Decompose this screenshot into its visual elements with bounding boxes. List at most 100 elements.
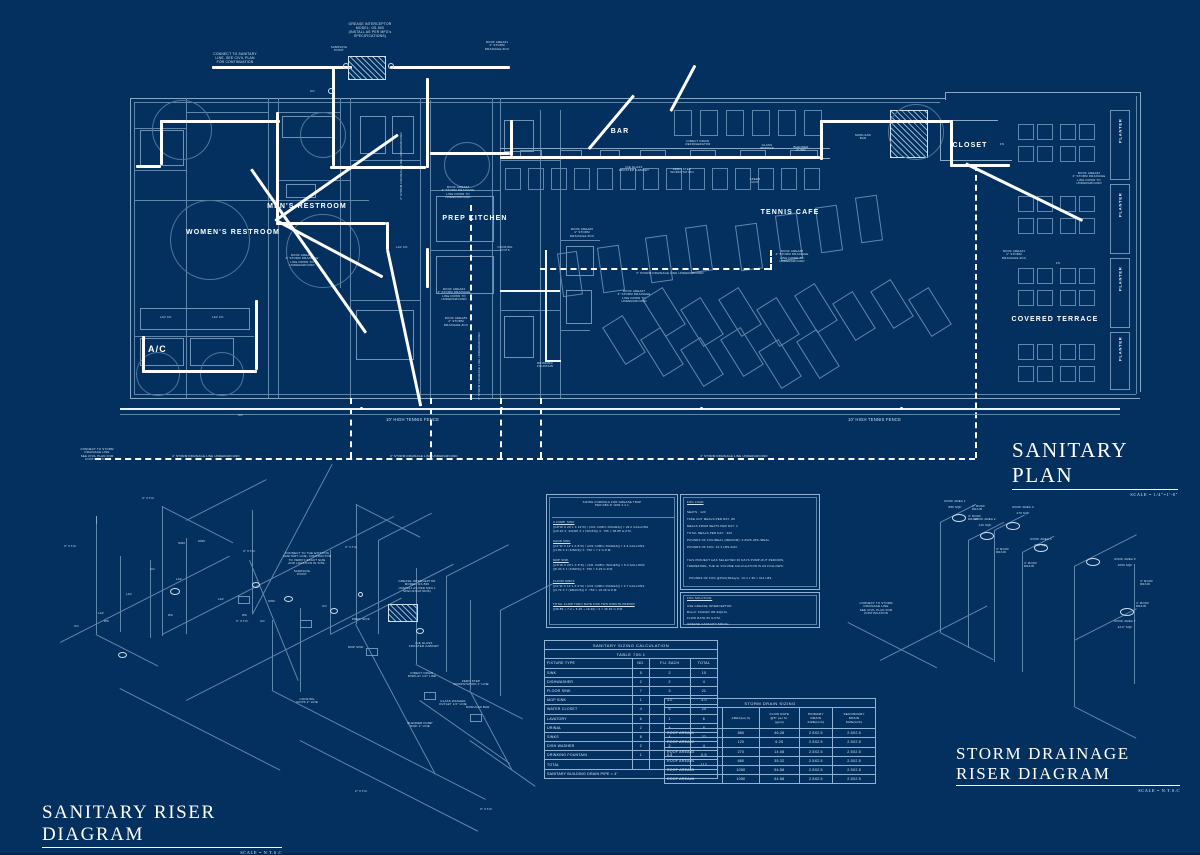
column-header: F.U. EACH [648, 658, 691, 669]
sanitary-plan-title: SANITARY PLAN SCALE = 1/4"=1'-0" [1012, 438, 1178, 497]
table-cell: URINAL [543, 722, 634, 733]
table-cell: 8 [632, 731, 650, 743]
note-lav-2: LAV CO [212, 315, 224, 319]
note-blender-pump: BLENDER PUMP [793, 145, 809, 153]
note-roof-area-7: ROOF AREA#7 4" STORM DRAINAGE LINE DOWN … [617, 289, 651, 304]
sanitary-plan-scale: SCALE = 1/4"=1'-0" [1130, 491, 1178, 497]
grease-trap-s3-title: FLOOR SINKS [553, 579, 575, 583]
fog-data-heading: FOG LOAD [687, 500, 704, 504]
sanitary-table-title: SANITARY SIZING CALCULATION [544, 639, 718, 651]
note-ice-glass: ICE GLASS FROSTER CABINET [618, 165, 650, 173]
note-direct-drain: DIRECT DRAIN REFRIGERATOR [685, 139, 711, 147]
table-cell: 46.28 [759, 728, 800, 739]
note-co-2: CO [238, 413, 243, 417]
riser-label-lav-1: LAV [126, 592, 132, 596]
note-roof-area-3: ROOF AREA#3 4" STORM DRAINAGE LINE DOWN … [285, 253, 319, 268]
table-cell: WATER CLOSET [543, 704, 634, 715]
riser-label-sink-2: SINK [198, 539, 206, 543]
grease-trap-s2-l1: [(8.30 X 1 (SINKS)] X .756 = 6.25 G.P.M. [553, 567, 614, 571]
table-cell: 14.08 [759, 746, 800, 757]
room-label-ac: A/C [148, 344, 167, 354]
storm-table-title: STORM DRAIN SIZING [664, 697, 876, 709]
column-header: TOTAL [689, 658, 719, 669]
storm-roof-area-5-area: 1050 SQF [1117, 563, 1133, 567]
riser-label-co-2: CO [150, 567, 155, 571]
table-cell: 270 [721, 746, 761, 757]
column-header: PRIMARY DRAIN SIZE(inch) [798, 707, 834, 730]
riser-label-co-1: CO [74, 624, 79, 628]
riser-label-vtr-8: 3" V.T.R. [480, 807, 493, 811]
table-cell: 2 [632, 722, 650, 733]
table-cell: ROOF AREA#1 [664, 728, 723, 739]
riser-label-cooking-units: COOKING UNITS 2" LINE [296, 697, 318, 705]
storm-roof-area-1-drain: 4" ROOF DRAIN [968, 514, 982, 522]
room-label-covered-terrace: COVERED TERRACE [1011, 316, 1099, 323]
grease-trap-s3-l1: [(3.70 X 7 (DRAINS)] X .756 = 19.40 G.P.… [553, 588, 618, 592]
table-cell: ROOF AREA#5 [664, 764, 723, 776]
note-fs-1: FS [1000, 142, 1005, 146]
storm-roof-area-3-drain: 4" ROOF DRAIN [972, 504, 986, 512]
riser-label-co-4: CO [322, 604, 327, 608]
grease-trap-s0-title: 3 COMP. SINK [553, 520, 575, 524]
table-cell: 2.5X2.5 [798, 764, 834, 776]
table-cell: FLOOR SINK [543, 685, 634, 697]
table-cell: SINK [543, 667, 634, 678]
riser-label-wc-2: WC [168, 613, 174, 617]
note-co-1: CO [310, 89, 315, 93]
note-connect-sanitary: CONNECT TO SANITARY LINE, SEE CIVIL PLAN… [213, 52, 257, 65]
room-label-bar: BAR [610, 128, 630, 135]
riser-label-vtr-1: 3" V.T.R. [64, 544, 77, 548]
table-cell: 6 [632, 713, 650, 724]
column-header: AREA(sq.ft) [721, 707, 761, 730]
fog-data-l5: POUNDS OF FOG: 10.4 LBS./DAY [687, 545, 738, 549]
table-cell: ROOF AREA#6 [664, 774, 723, 785]
grease-trap-s4-l0: [(38.85 + 7.2 + 6.25 + 19.40) / 2 = 45.9… [553, 607, 624, 611]
table-cell: MOP SINK [543, 695, 634, 706]
note-grease-interceptor: GREASE INTERCEPTOR MODEL: GS-500 (INSTAL… [348, 22, 392, 39]
column-header: NO. [632, 658, 650, 669]
table-cell: 2.5X2.5 [832, 728, 876, 739]
storm-roof-area-2-area: 120 SQF [978, 523, 992, 527]
note-storm-line-a: 4" STORM DRAINAGE LINE UNDERGROUND [172, 454, 240, 458]
storm-roof-area-1-name: ROOF AREA 1 [944, 499, 966, 503]
table-cell: 2.5X2.5 [832, 755, 876, 766]
table-cell: 880 [721, 728, 761, 739]
note-cooking-units: COOKING UNITS [497, 245, 513, 253]
table-cell: 35.32 [759, 755, 800, 766]
fog-solution-l2: FLOW RATE 50 G.P.M. [687, 616, 721, 620]
room-label-mens-restroom: MEN'S RESTROOM [267, 203, 347, 210]
fog-data-l4: POUNDS OF FOG/MEAL (MEDIUM): 0.0325 LBS.… [687, 538, 770, 542]
grease-trap-heading: SIZING FORMULA FOR GREASE TRAP PER FBC-P… [582, 500, 642, 508]
note-glass-washer: GLASS WASHER [760, 143, 774, 151]
riser-label-ice-glass: ICE GLASS FROSTER CABINET [408, 641, 440, 649]
table-cell: 2.5X2.5 [798, 737, 834, 748]
column-header: FIXTURE TYPE [543, 658, 634, 669]
table-cell: 1 [632, 695, 650, 706]
table-cell: ROOF AREA#3 [664, 746, 723, 757]
note-fence-left: 10' HIGH TENNIS FENCE [386, 417, 440, 422]
note-storm-line-d: 4" STORM DRAINAGE LINE UNDERGROUND [636, 271, 704, 275]
table-cell: 3 [648, 685, 691, 697]
room-label-prep-kitchen: PREP KITCHEN [442, 215, 508, 222]
room-label-tennis-cafe: TENNIS CAFE [760, 209, 820, 216]
note-speed-unit: SPEED UNIT [749, 177, 761, 185]
grease-trap-panel: SIZING FORMULA FOR GREASE TRAP PER FBC-P… [546, 494, 678, 628]
storm-roof-area-2-name: ROOF AREA 2 [974, 517, 996, 521]
storm-riser-title-text: STORM DRAINAGE RISER DIAGRAM [956, 744, 1130, 783]
grease-trap-s2-l0: [(16"W X 20"L X 6"D) / (231 CUBIC INCHES… [553, 563, 645, 567]
note-sampling-point: SAMPLING POINT [330, 45, 348, 53]
table-cell: ROOF AREA#2 [664, 737, 723, 748]
planter-label-2: PLANTER [1117, 192, 1123, 217]
storm-connect-note: CONNECT TO STORM DRAINAGE LINE SEE CIVIL… [859, 601, 893, 616]
table-cell: 1050 [721, 764, 761, 776]
fog-solution-l1: Brand: SCHIER OR EQUAL [687, 610, 728, 614]
fog-data-l3: TOTAL MEALS PER DAY : 320 [687, 531, 733, 535]
table-cell: 2.5X2.5 [832, 737, 876, 748]
room-label-closet: CLOSET [952, 142, 988, 149]
storm-roof-area-3-name: ROOF AREA 3 [1012, 505, 1034, 509]
sanitary-riser-scale: SCALE = N.T.S.C [240, 849, 282, 855]
